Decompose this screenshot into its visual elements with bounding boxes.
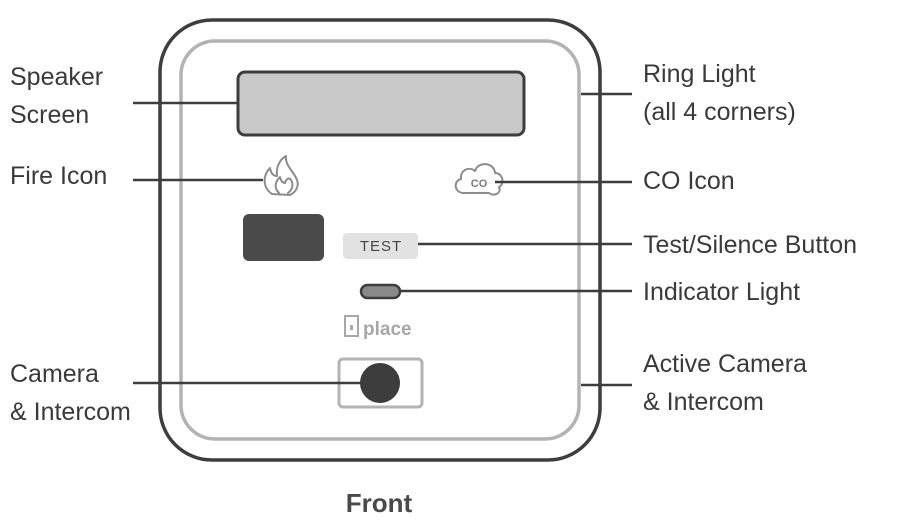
indicator-light [359, 283, 402, 300]
callout-active-camera-intercom: Active Camera & Intercom [643, 345, 807, 421]
callout-fire-icon: Fire Icon [10, 157, 107, 195]
test-silence-button[interactable] [343, 233, 418, 259]
callout-co-icon: CO Icon [643, 162, 735, 200]
dark-sensor-block [243, 214, 324, 261]
callout-camera-intercom-line-1: Camera [10, 360, 99, 388]
place-logo-icon [344, 315, 359, 337]
callout-speaker-screen-line-1: Speaker [10, 63, 104, 91]
callout-test-silence-button: Test/Silence Button [643, 226, 857, 264]
callout-speaker-screen: Speaker Screen [10, 58, 103, 134]
callout-speaker-screen-line-2: Screen [10, 101, 90, 129]
callout-ring-light-line-1: Ring Light [643, 60, 756, 88]
callout-active-camera-intercom-line-2: & Intercom [643, 388, 764, 416]
callout-co-icon-line-1: CO Icon [643, 167, 735, 195]
speaker-screen [236, 70, 526, 137]
callout-test-silence-button-line-1: Test/Silence Button [643, 231, 858, 259]
caption-front: Front [345, 488, 413, 518]
callout-camera-intercom: Camera & Intercom [10, 355, 131, 431]
test-button-label: TEST [360, 238, 402, 255]
brand-name: place [363, 319, 412, 340]
callout-camera-intercom-line-2: & Intercom [10, 398, 131, 426]
callout-ring-light-line-2: (all 4 corners) [643, 98, 796, 126]
co-icon-label: CO [471, 178, 488, 190]
callout-ring-light: Ring Light (all 4 corners) [643, 55, 796, 131]
co-cloud-icon: CO [454, 163, 504, 196]
callout-indicator-light-line-1: Indicator Light [643, 278, 801, 306]
leader-lines [133, 92, 632, 387]
callout-fire-icon-line-1: Fire Icon [10, 162, 108, 190]
fire-icon [263, 155, 299, 196]
callout-active-camera-intercom-line-1: Active Camera [643, 350, 807, 378]
callout-indicator-light: Indicator Light [643, 273, 800, 311]
